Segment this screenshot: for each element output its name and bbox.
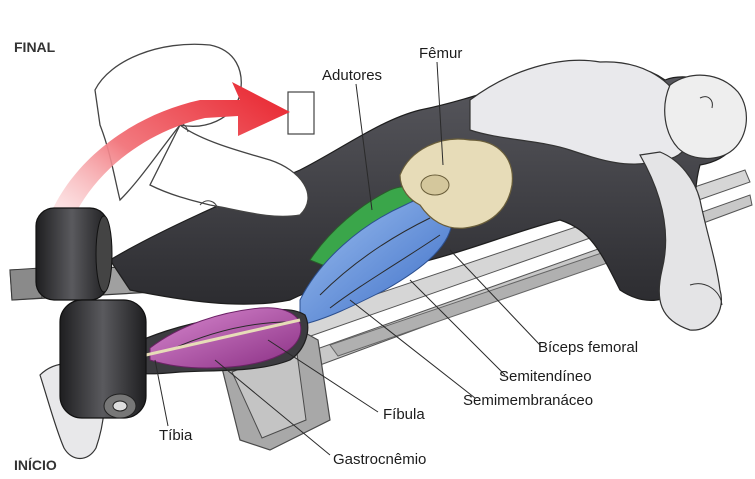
motion-arrow [38,82,290,268]
final-label: FINAL [14,39,56,55]
semitendinosus-label: Semitendíneo [499,368,592,385]
adductors-label: Adutores [322,67,382,84]
label-leader-lines [154,61,541,456]
pelvis-bone [399,138,513,229]
hip-socket [420,174,450,196]
semimembranosus-label: Semimembranáceo [463,392,593,409]
gastrocnemius-label: Gastrocnêmio [333,451,426,468]
femur-label: Fêmur [419,45,462,62]
tibia-label: Tíbia [159,427,193,444]
roller-pads [35,207,147,419]
lower-leg [39,307,309,460]
fibula-label: Fíbula [383,406,425,423]
start-label: INÍCIO [14,457,57,473]
biceps-femoris-label: Bíceps femoral [538,339,638,356]
